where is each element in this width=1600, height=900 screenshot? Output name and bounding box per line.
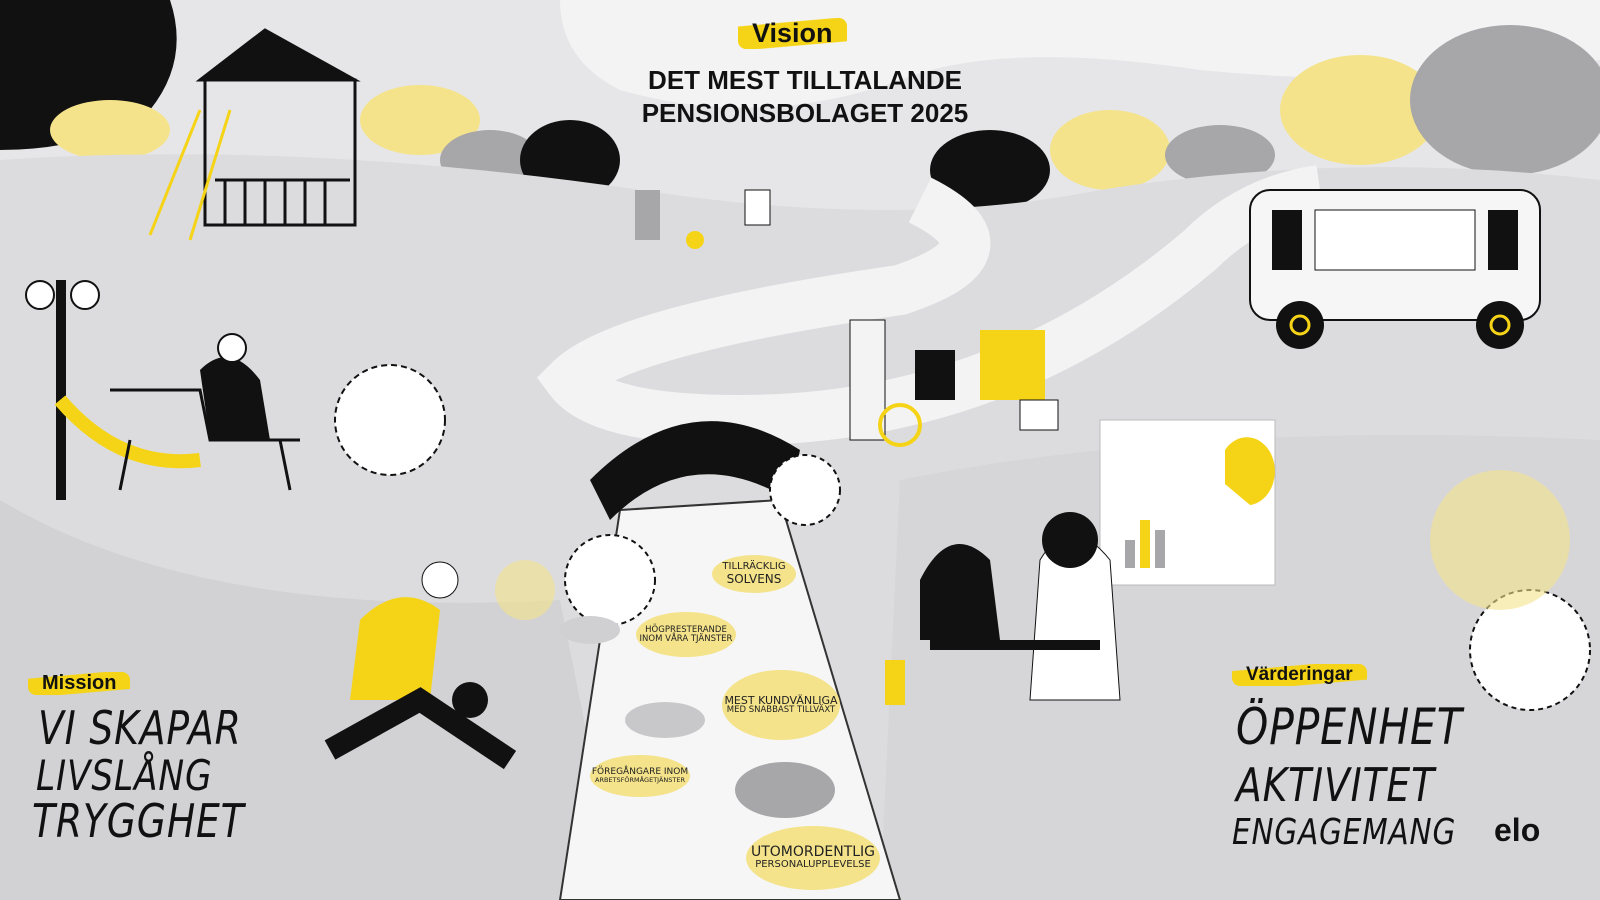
goal-line: INOM VÅRA TJÄNSTER xyxy=(639,633,733,644)
vision-label: Vision xyxy=(738,18,847,49)
mission-line-3: TRYGGHET xyxy=(32,794,245,848)
goal-line: PERSONALUPPLEVELSE xyxy=(755,859,871,871)
person-knitting-icon xyxy=(200,357,270,440)
lamp-post-icon xyxy=(25,280,100,500)
mission-label: Mission xyxy=(28,672,131,695)
mission-line-1: VI SKAPAR xyxy=(38,701,242,755)
children-playing-icon xyxy=(635,189,771,249)
bridge-icon xyxy=(590,421,800,520)
goal-line: UTOMORDENTLIG xyxy=(750,844,876,861)
goal-line: FÖREGÅNGARE INOM xyxy=(591,766,689,777)
logo-text: elo xyxy=(1494,812,1541,848)
values-label: Värderingar xyxy=(1232,664,1367,686)
values-line-2: AKTIVITET xyxy=(1236,758,1435,812)
vision-title-line2: PENSIONSBOLAGET 2025 xyxy=(641,98,969,128)
meeting-people-icon xyxy=(885,512,1121,705)
goal-line: TILLRÄCKLIG xyxy=(722,561,786,573)
goal-line: MEST KUNDVÄNLIGA xyxy=(724,693,838,707)
vision-title: DET MEST TILLTALANDE PENSIONSBOLAGET 202… xyxy=(600,64,1010,130)
elo-logo: elo xyxy=(1494,812,1540,849)
gardener-icon xyxy=(324,561,517,770)
values-line-3: ENGAGEMANG xyxy=(1232,812,1457,853)
goal-line: SOLVENS xyxy=(726,571,782,586)
food-truck-icon xyxy=(1249,189,1541,349)
gazebo-icon xyxy=(148,28,361,241)
values-line-1: ÖPPENHET xyxy=(1236,698,1463,756)
presentation-board-icon xyxy=(1099,419,1276,586)
goal-line: ARBETSFÖRMÅGETJÄNSTER xyxy=(595,776,685,785)
mission-line-2: LIVSLÅNG xyxy=(36,751,213,800)
goal-line: HÖGPRESTERANDE xyxy=(645,624,727,635)
goal-line: MED SNABBAST TILLVÄXT xyxy=(726,705,836,716)
vision-title-line1: DET MEST TILLTALANDE xyxy=(648,65,962,95)
people-wheelchair-icon xyxy=(849,319,1059,447)
